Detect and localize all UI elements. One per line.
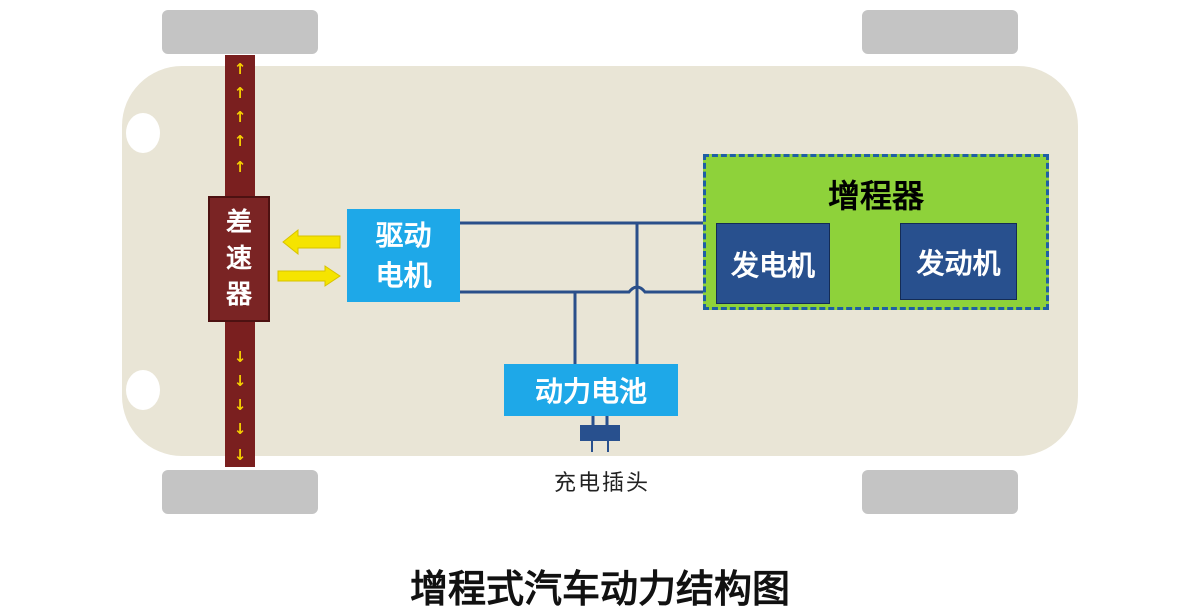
differential-label-2: 速 [225, 244, 252, 274]
drive-motor-label-line1: 驱动 [375, 218, 432, 252]
differential-label-1: 差 [225, 208, 252, 238]
diagram-title: 增程式汽车动力结构图 [409, 567, 790, 611]
chassis-hole-bottom [126, 370, 160, 410]
drive-motor-label-line2: 电机 [375, 258, 432, 292]
axle-arrow-up-icon: ↑ [233, 132, 247, 150]
axle-arrow-down-icon: ↓ [233, 372, 247, 390]
axle-arrow-up-icon: ↑ [233, 60, 247, 78]
differential-label-3: 器 [225, 280, 252, 310]
chassis-hole-top [126, 113, 160, 153]
range-extender-title: 增程器 [827, 177, 924, 215]
drive-motor-box: 驱动 电机 [347, 209, 460, 302]
charge-plug-label: 充电插头 [553, 471, 650, 496]
axle-arrow-down-icon: ↓ [233, 446, 247, 464]
wheel-rear-left [162, 470, 318, 514]
differential-box: 差 速 器 [208, 196, 270, 322]
battery-box: 动力电池 [504, 364, 678, 416]
axle-arrow-down-icon: ↓ [233, 420, 247, 438]
axle-arrow-up-icon: ↑ [233, 158, 247, 176]
axle-arrow-up-icon: ↑ [233, 84, 247, 102]
charge-plug-icon [580, 425, 620, 441]
axle-arrow-down-icon: ↓ [233, 396, 247, 414]
engine-box: 发动机 [900, 223, 1017, 300]
axle-arrow-down-icon: ↓ [233, 348, 247, 366]
arrow-left-icon [282, 228, 341, 256]
generator-box: 发电机 [716, 223, 830, 304]
wheel-front-right [862, 10, 1018, 54]
arrow-right-icon [277, 265, 341, 287]
wheel-rear-right [862, 470, 1018, 514]
axle-arrow-up-icon: ↑ [233, 108, 247, 126]
wire-bottom [460, 285, 703, 294]
wheel-front-left [162, 10, 318, 54]
